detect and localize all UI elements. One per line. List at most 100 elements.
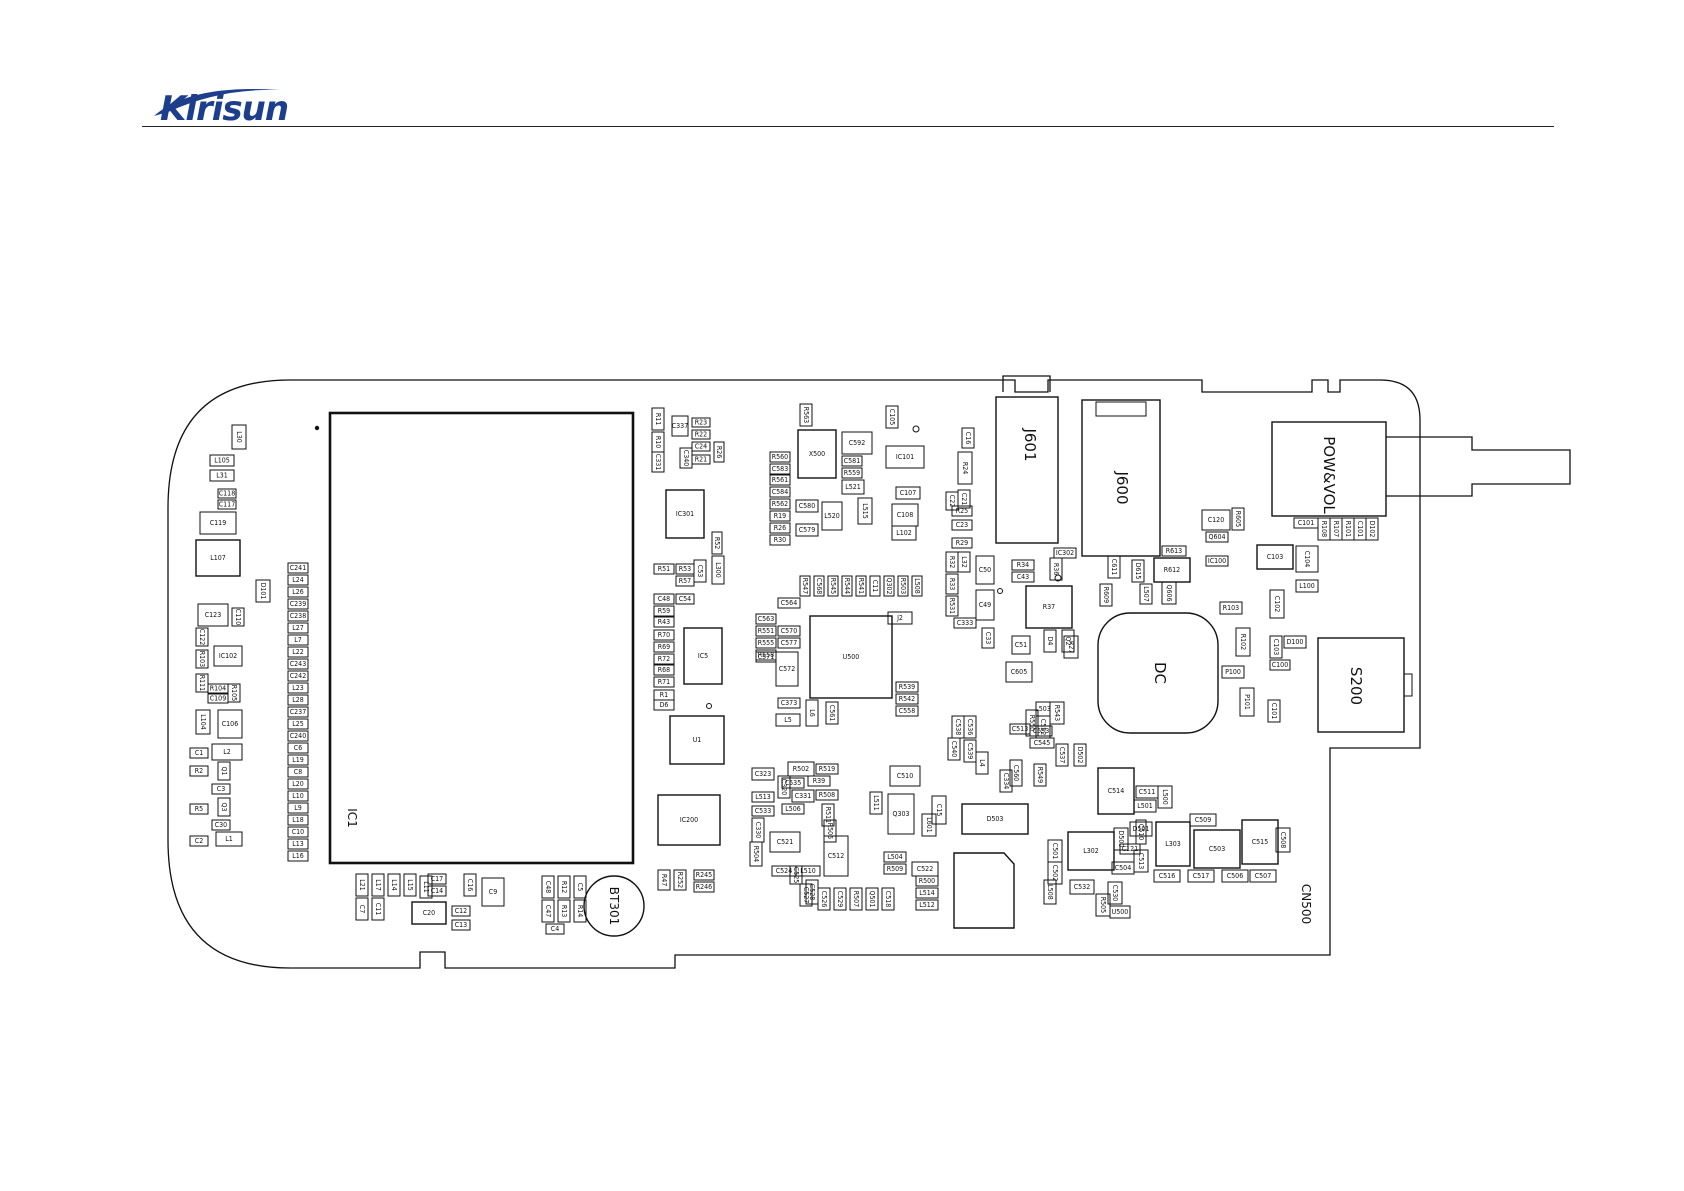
component-c238: C238 [287,610,309,622]
component-c4: C4 [545,923,565,935]
component-r503: R503 [897,575,909,597]
component-l501: L501 [1133,799,1157,813]
component-footprint [883,851,907,863]
component-footprint [1095,893,1111,917]
component-label: R555 [758,639,774,647]
component-r51: R51 [653,563,675,575]
component-c337: C337 [671,415,689,437]
component-footprint [1241,819,1279,865]
component-label: C43 [1017,573,1029,581]
component-footprint [1161,545,1187,557]
component-label: C109 [210,695,226,703]
component-c48: C48 [541,875,555,899]
component-label: C105 [888,409,896,425]
component-label: L501 [1137,802,1153,810]
component-r549: R549 [1033,763,1047,787]
component-footprint [199,511,237,535]
component-label: C101 [1356,521,1364,537]
component-l4: L4 [975,751,989,775]
component-footprint [1053,547,1077,559]
component-q501: Q501 [865,887,879,911]
component-label: C242 [290,672,306,680]
marker-dot [706,703,712,709]
component-footprint [675,593,695,605]
component-p100: P100 [1221,665,1245,679]
component-footprint [1133,799,1157,813]
bt301-label: BT301 [607,887,621,925]
component-l9: L9 [287,802,309,814]
component-footprint [841,467,863,479]
component-footprint [1035,701,1051,717]
component-footprint [255,579,271,603]
component-footprint [1189,813,1217,827]
component-label: C1 [195,749,203,757]
component-footprint [1033,763,1047,787]
component-c527: C527 [799,883,813,907]
component-r563: R563 [799,403,813,427]
component-r605: R605 [1231,507,1245,531]
component-footprint [1061,629,1075,653]
component-c539: C539 [963,739,977,763]
component-footprint [545,923,565,935]
component-footprint [957,451,973,485]
component-label: R101 [1344,521,1352,537]
component-footprint [541,875,555,899]
component-label: C110 [234,609,242,625]
component-c242: C242 [287,670,309,682]
component-footprint [209,454,235,467]
component-d500: D500 [1113,827,1129,851]
component-label: C516 [1159,872,1175,880]
component-r500: R500 [915,875,939,887]
kirisun-logo: Kirisun [154,89,289,127]
component-footprint [213,645,243,667]
component-c48: C48 [653,593,675,605]
component-label: C572 [779,665,795,673]
component-label: C49 [979,601,991,609]
component-label: Q2 [1064,637,1072,646]
component-label: C581 [844,457,860,465]
component-label: C592 [849,439,865,447]
component-label: R24 [961,462,969,474]
component-footprint [799,403,813,427]
component-label: R103 [1223,604,1239,612]
component-l507: L507 [1139,583,1153,605]
component-c514: C514 [1097,767,1135,815]
component-label: R2 [195,767,203,775]
pow-vol-label: POW&VOL [1320,436,1338,514]
component-label: R25 [956,507,968,515]
component-label: R69 [658,643,670,651]
component-c584: C584 [769,486,791,498]
component-footprint [777,697,801,709]
component-r11: R11 [651,407,665,431]
component-c561: C561 [825,701,839,725]
component-footprint [823,819,837,843]
component-label: C333 [957,619,973,627]
component-label: L506 [785,805,801,813]
component-label: C119 [210,519,226,527]
component-label: C515 [1252,838,1268,846]
component-l26: L26 [287,586,309,598]
component-l14: L14 [387,873,401,897]
component-footprint [713,441,725,463]
component-r12: R12 [557,875,571,899]
component-footprint [481,877,505,907]
component-footprint [817,887,831,911]
component-label: C103 [1267,553,1283,561]
component-label: R605 [1234,511,1242,527]
component-c605: C605 [1005,661,1033,683]
component-label: C563 [758,615,774,623]
component-label: R544 [843,578,851,594]
component-c9: C9 [481,877,505,907]
component-footprint [921,813,937,837]
component-footprint [287,598,309,610]
component-label: R503 [899,578,907,594]
component-footprint [951,519,973,531]
component-label: C538 [954,719,962,735]
component-r25: R25 [951,505,973,517]
component-footprint [287,790,309,802]
component-footprint [821,501,843,531]
component-footprint [371,873,385,897]
component-r71: R71 [653,676,675,688]
component-c121: C121 [1119,843,1141,855]
component-c16: C16 [463,873,477,897]
